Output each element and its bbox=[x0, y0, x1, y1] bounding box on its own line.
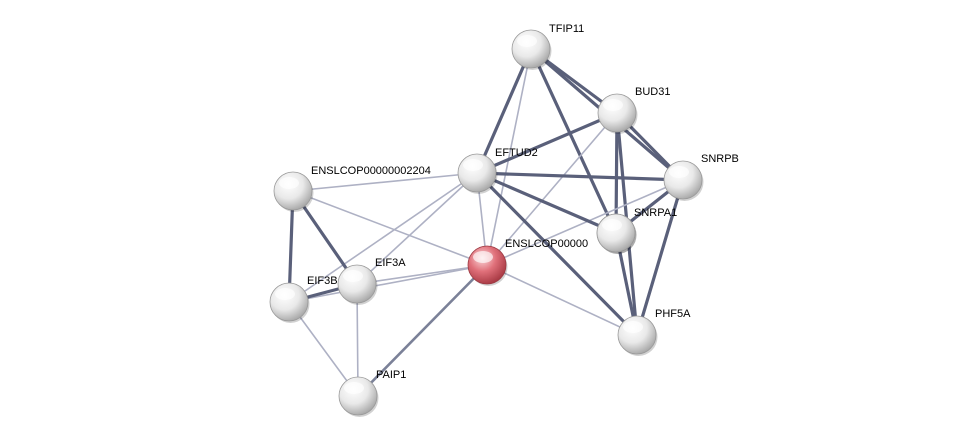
node-highlight-gloss bbox=[517, 35, 537, 47]
edge-snrpb-query bbox=[486, 179, 684, 266]
edge-tfip11-eftud2 bbox=[475, 47, 533, 175]
node-highlight-gloss bbox=[344, 382, 364, 394]
edge-query-phf5a bbox=[486, 264, 638, 336]
node-phf5a[interactable] bbox=[617, 315, 658, 356]
node-enslcop2204[interactable] bbox=[273, 171, 314, 212]
node-highlight-gloss bbox=[473, 251, 493, 263]
node-bud31[interactable] bbox=[597, 93, 638, 134]
edge-tfip11-query bbox=[486, 48, 532, 266]
edge-bud31-query bbox=[486, 112, 618, 266]
node-paip1[interactable] bbox=[338, 376, 379, 417]
node-highlight-gloss bbox=[343, 270, 363, 282]
node-query[interactable] bbox=[467, 245, 508, 286]
edge-query-eif3b bbox=[288, 264, 488, 303]
node-label-query: ENSLCOP00000 bbox=[505, 238, 588, 250]
edge-snrpa1-eftud2 bbox=[475, 171, 618, 235]
node-label-snrpa1: SNRPA1 bbox=[634, 207, 677, 219]
edge-eftud2-enslcop2204 bbox=[292, 172, 478, 192]
edge-bud31-eftud2 bbox=[475, 111, 619, 175]
edge-query-enslcop2204 bbox=[292, 190, 488, 266]
node-highlight-gloss bbox=[463, 159, 483, 171]
nodes-layer bbox=[269, 29, 704, 417]
node-label-enslcop2204: ENSLCOP00000002204 bbox=[311, 165, 431, 177]
edge-eftud2-phf5a bbox=[475, 171, 639, 337]
edge-eif3b-paip1 bbox=[288, 301, 359, 397]
node-eif3b[interactable] bbox=[269, 282, 310, 323]
node-label-snrpb: SNRPB bbox=[701, 153, 739, 165]
node-label-phf5a: PHF5A bbox=[655, 308, 691, 320]
node-highlight-gloss bbox=[602, 219, 622, 231]
node-highlight-gloss bbox=[623, 321, 643, 333]
node-label-eif3a: EIF3A bbox=[375, 257, 406, 269]
node-highlight-gloss bbox=[275, 288, 295, 300]
node-label-eif3b: EIF3B bbox=[307, 275, 338, 287]
edge-eftud2-eif3b bbox=[288, 172, 478, 303]
edge-query-eif3a bbox=[356, 264, 488, 285]
node-highlight-gloss bbox=[279, 177, 299, 189]
node-label-tfip11: TFIP11 bbox=[549, 23, 584, 35]
node-label-paip1: PAIP1 bbox=[376, 369, 406, 381]
node-snrpa1-overlay bbox=[596, 213, 637, 254]
node-eif3a[interactable] bbox=[337, 264, 378, 305]
edge-tfip11-snrpa1 bbox=[529, 47, 618, 235]
edge-query-paip1 bbox=[356, 263, 489, 398]
edge-snrpb-phf5a bbox=[635, 178, 685, 337]
node-eftud2[interactable] bbox=[457, 153, 498, 194]
edge-snrpb-eftud2 bbox=[475, 171, 685, 182]
node-label-eftud2: EFTUD2 bbox=[495, 147, 538, 159]
node-tfip11[interactable] bbox=[511, 29, 552, 70]
node-highlight-gloss bbox=[603, 99, 623, 111]
edge-eftud2-eif3a bbox=[356, 172, 478, 285]
node-snrpb[interactable] bbox=[663, 160, 704, 201]
edge-bud31-snrpa1 bbox=[614, 111, 619, 235]
node-label-bud31: BUD31 bbox=[635, 86, 670, 98]
node-highlight-gloss bbox=[669, 166, 689, 178]
